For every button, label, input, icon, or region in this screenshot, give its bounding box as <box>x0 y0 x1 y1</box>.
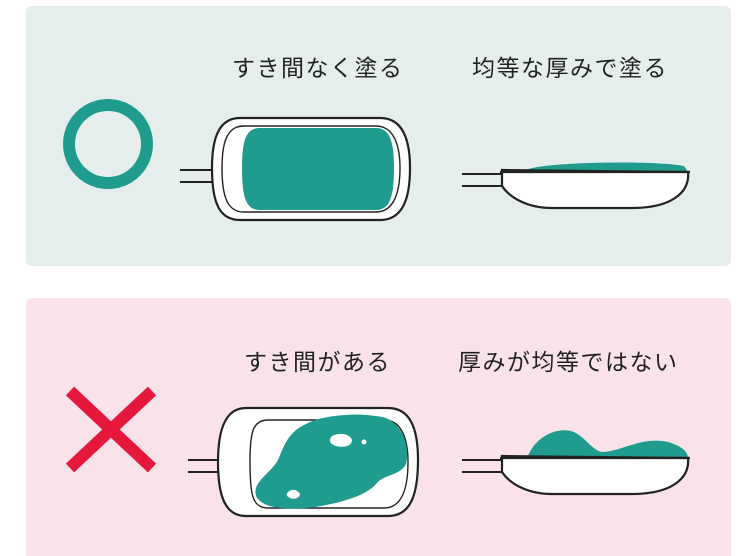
polish-even <box>242 128 394 210</box>
label-even-thickness: 均等な厚みで塗る <box>472 56 668 82</box>
nail-side-view-uneven <box>462 430 690 496</box>
label-has-gaps: すき間がある <box>244 350 391 376</box>
nail-top-view-gaps <box>188 406 420 518</box>
nail-outline-inner <box>221 125 401 213</box>
circle-icon <box>63 99 153 189</box>
cross-icon <box>65 386 157 473</box>
label-uneven-thickness: 厚みが均等ではない <box>458 350 679 376</box>
polish-uneven-layer <box>528 430 688 458</box>
nail-top-view-even <box>180 116 412 222</box>
gap-spot <box>286 489 300 499</box>
nail-outline-inner <box>249 419 409 509</box>
label-no-gaps: すき間なく塗る <box>232 56 404 82</box>
gap-spot <box>329 433 352 447</box>
cross-stroke-2 <box>65 386 157 473</box>
nail-side-outline <box>500 454 690 496</box>
nail-side-outline <box>500 168 690 210</box>
circle-icon-ring <box>63 99 153 189</box>
nail-side-view-even <box>462 162 690 210</box>
polish-uneven <box>255 414 408 509</box>
gap-spot <box>361 439 367 445</box>
